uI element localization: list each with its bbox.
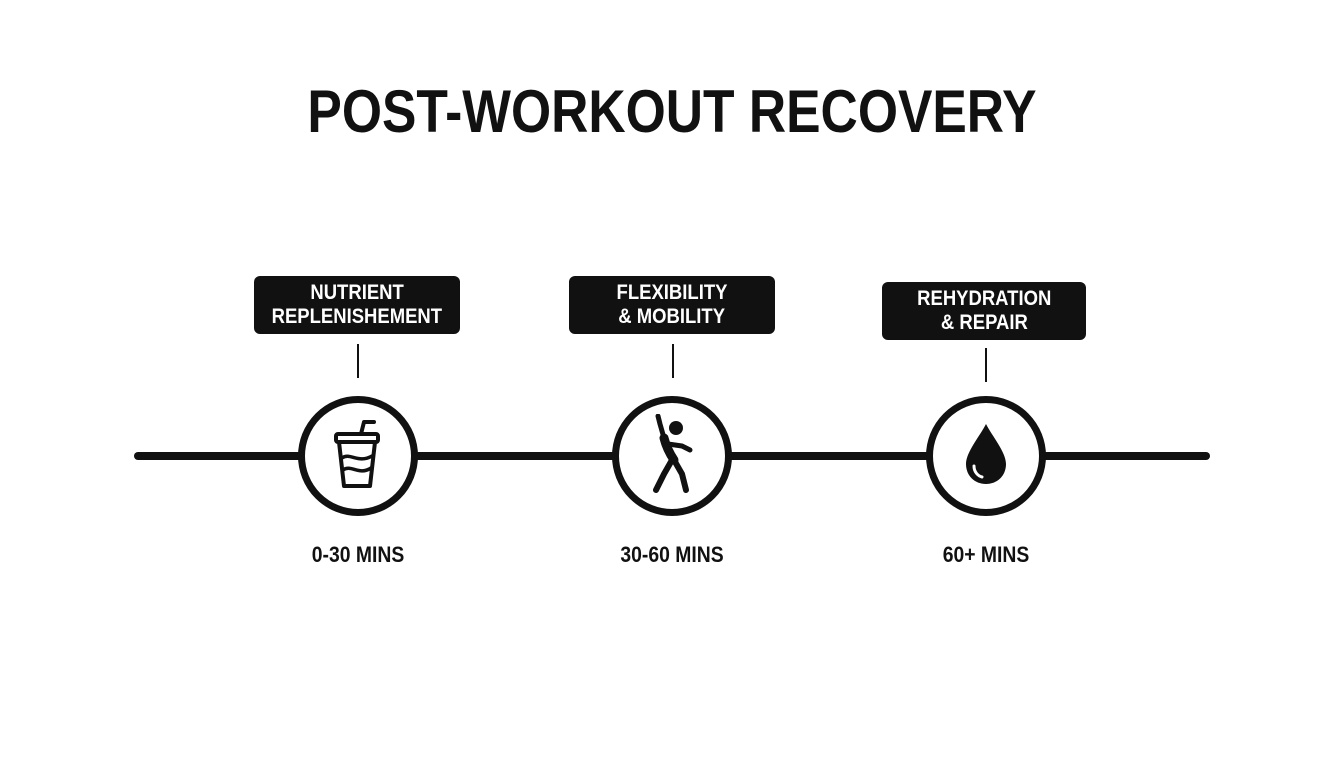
stage-label-line2: & MOBILITY <box>618 305 726 328</box>
stage-connector <box>357 344 359 378</box>
stage-label-line1: FLEXIBILITY <box>616 281 728 304</box>
stage-node <box>298 396 418 516</box>
stage-time: 60+ MINS <box>942 542 1030 567</box>
stage-node <box>926 396 1046 516</box>
stage-time: 0-30 MINS <box>311 542 405 567</box>
stage-label-box: REHYDRATION & REPAIR <box>882 282 1086 340</box>
stage-label-line1: REHYDRATION <box>916 287 1052 310</box>
water-drop-icon <box>962 422 1010 491</box>
stage-label-line2: REPLENISHEMENT <box>271 305 443 328</box>
stage-node <box>612 396 732 516</box>
page-title: POST-WORKOUT RECOVERY <box>307 78 1037 145</box>
stage-connector <box>672 344 674 378</box>
drink-cup-icon <box>328 418 388 495</box>
stage-label-box: FLEXIBILITY & MOBILITY <box>569 276 775 334</box>
stage-label-box: NUTRIENT REPLENISHEMENT <box>254 276 460 334</box>
stage-time: 30-60 MINS <box>620 542 724 567</box>
stage-label-line1: NUTRIENT <box>310 281 404 304</box>
stage-label-line2: & REPAIR <box>940 311 1028 334</box>
stretching-person-icon <box>640 413 704 499</box>
stage-connector <box>985 348 987 382</box>
